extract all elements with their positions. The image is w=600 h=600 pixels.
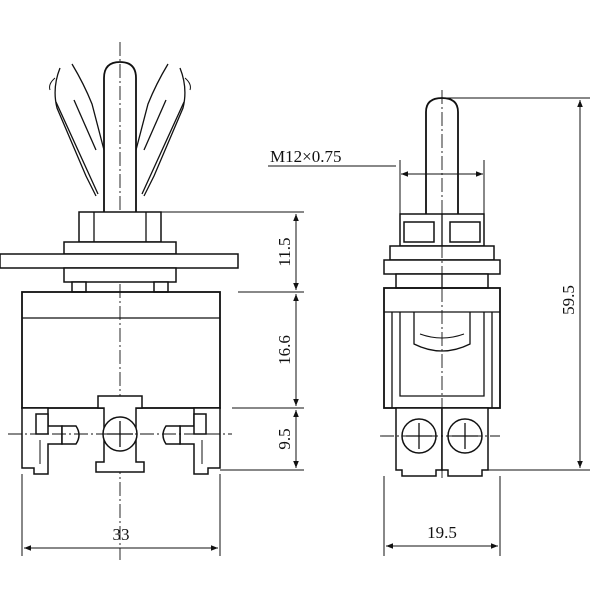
front-stud-right xyxy=(153,281,169,293)
side-width-dimension: 19.5 xyxy=(383,476,501,556)
side-view: M12×0.75 xyxy=(268,90,590,556)
front-vertical-dimensions: 11.5 16.6 9.5 xyxy=(150,211,304,471)
front-lever xyxy=(103,61,137,212)
dim-terminal-height: 9.5 xyxy=(275,428,294,449)
dim-side-width: 19.5 xyxy=(427,523,457,542)
front-washer xyxy=(63,241,177,255)
front-body xyxy=(21,291,221,409)
front-terminal-left xyxy=(21,407,80,475)
front-stud-left xyxy=(71,281,87,293)
dim-thread: M12×0.75 xyxy=(270,147,341,166)
side-terminal-right xyxy=(441,407,489,477)
lever-left-position xyxy=(49,63,105,197)
mounting-plate xyxy=(0,253,239,269)
lever-right-position xyxy=(135,63,191,197)
front-upper-nut xyxy=(78,211,162,243)
side-height-dimension: 59.5 xyxy=(446,97,590,471)
side-terminal-left xyxy=(395,407,443,477)
front-terminal-right xyxy=(162,407,221,475)
dim-total-height: 59.5 xyxy=(559,285,578,315)
front-view: 11.5 16.6 9.5 33 xyxy=(0,42,304,560)
front-lower-nut xyxy=(63,267,177,283)
dim-upper-height: 11.5 xyxy=(275,237,294,266)
thread-dimension: M12×0.75 xyxy=(268,147,485,214)
dim-body-height: 16.6 xyxy=(275,335,294,365)
dim-total-width: 33 xyxy=(113,525,130,544)
front-width-dimension: 33 xyxy=(21,474,221,556)
